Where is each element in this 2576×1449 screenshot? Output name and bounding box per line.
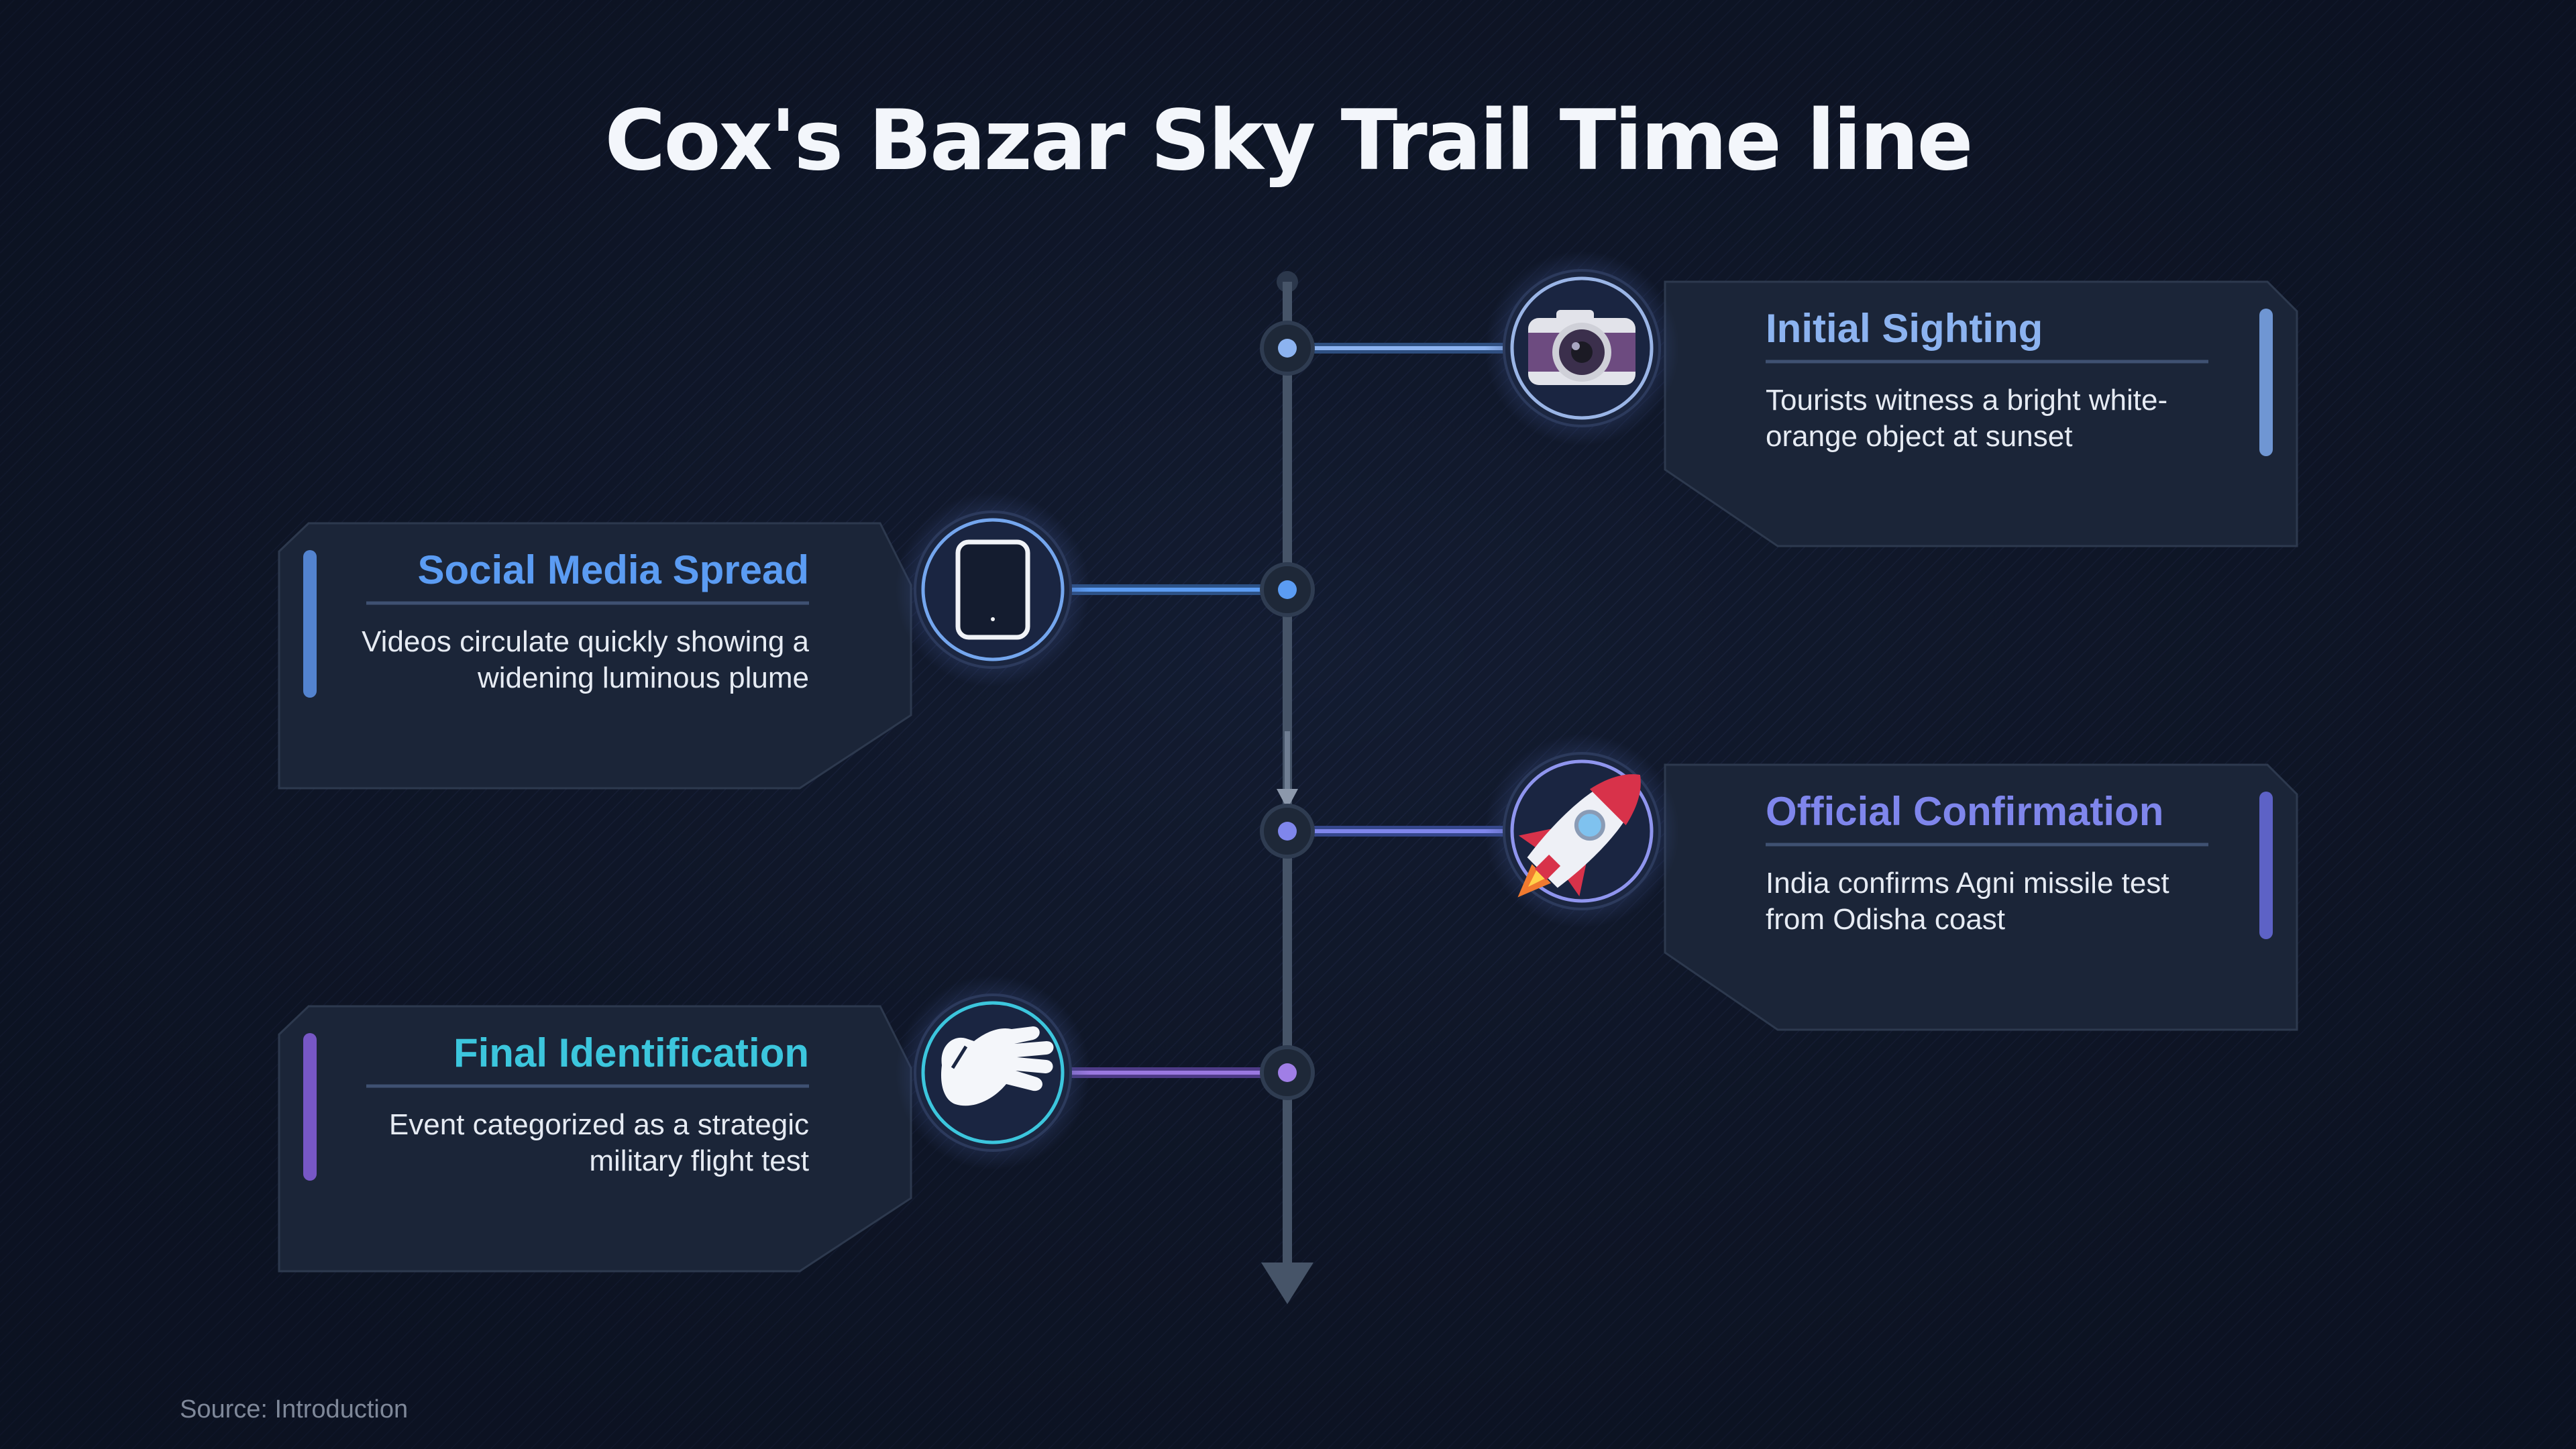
- event-card: [278, 522, 912, 790]
- event-social-media-spread: [278, 492, 1315, 790]
- card-accent-bar: [2259, 309, 2273, 456]
- timeline-axis: [1261, 271, 1313, 1304]
- source-caption: Source: Introduction: [180, 1395, 409, 1424]
- rocket-icon: [1517, 774, 1641, 898]
- hand-icon: [941, 1026, 1054, 1106]
- event-official-confirmation: [1260, 734, 2298, 1031]
- event-card: [1664, 280, 2298, 547]
- page-title: Cox's Bazar Sky Trail Time line: [604, 93, 1973, 189]
- event-title-final-identification: Final Identification: [453, 1030, 809, 1075]
- timeline-arrowhead: [1261, 1263, 1313, 1304]
- event-desc-initial-sighting: Tourists witness a bright white-orange o…: [1766, 384, 2168, 453]
- event-title-social-media-spread: Social Media Spread: [417, 547, 809, 592]
- event-final-identification: [278, 975, 1315, 1273]
- axis-flow-arrow: [1277, 789, 1298, 809]
- event-desc-final-identification: Event categorized as a strategic militar…: [388, 1108, 809, 1177]
- event-initial-sighting: [1260, 251, 2298, 547]
- event-title-official-confirmation: Official Confirmation: [1766, 789, 2164, 834]
- event-desc-social-media-spread: Videos circulate quickly showing a widen…: [362, 625, 809, 694]
- card-accent-bar: [2259, 792, 2273, 939]
- card-accent-bar: [303, 550, 317, 698]
- card-accent-bar: [303, 1033, 317, 1181]
- event-card: [278, 1005, 912, 1273]
- smartphone-icon: [955, 539, 1030, 640]
- event-title-initial-sighting: Initial Sighting: [1766, 306, 2043, 351]
- event-desc-official-confirmation: India confirms Agni missile test from Od…: [1766, 867, 2169, 936]
- event-card: [1664, 763, 2298, 1031]
- camera-icon: [1528, 310, 1635, 385]
